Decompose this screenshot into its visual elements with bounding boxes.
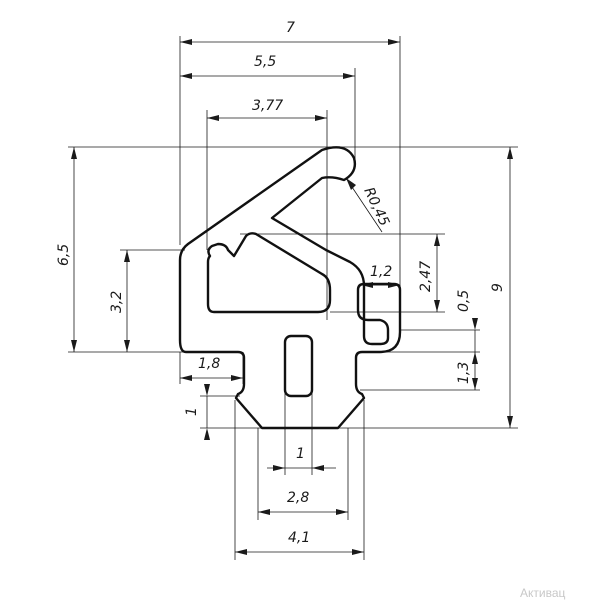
dim-slot-gap: 1,2 [370, 264, 392, 280]
dim-stem-height: 1,3 [456, 362, 472, 384]
profile-inner-cavity [206, 232, 332, 314]
dimension-arrows [71, 39, 513, 555]
dim-flange-width: 1,8 [198, 356, 220, 372]
profile-core-slot [283, 334, 314, 398]
dim-upper-width: 5,5 [254, 54, 276, 70]
profile-outer-contour [178, 146, 402, 430]
dim-core-width: 1 [296, 446, 305, 462]
dim-left-height: 6,5 [56, 244, 72, 266]
profile-outline [178, 146, 402, 430]
extension-lines [68, 36, 518, 560]
dim-overall-width: 7 [286, 20, 295, 36]
dim-base-mid-width: 2,8 [287, 490, 309, 506]
dim-total-height: 9 [490, 283, 506, 292]
dim-slot-height: 2,47 [418, 261, 434, 292]
dim-base-width: 4,1 [288, 530, 310, 546]
dimension-lines [73, 41, 511, 553]
dim-base-height: 1 [184, 407, 200, 416]
activation-watermark: Активац [520, 586, 566, 600]
dim-step: 0,5 [456, 290, 472, 312]
dim-inner-width: 3,77 [252, 98, 283, 114]
dim-lip-height: 3,2 [109, 291, 125, 313]
